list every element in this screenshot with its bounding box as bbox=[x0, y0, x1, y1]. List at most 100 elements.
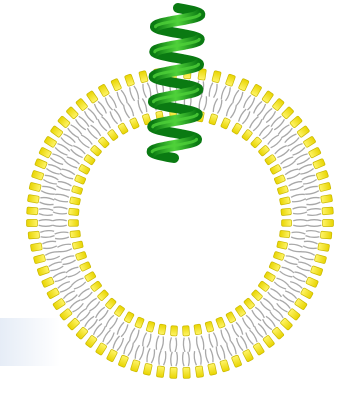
lipid-tail bbox=[194, 351, 196, 365]
lipid-tail bbox=[57, 244, 70, 247]
lipid-tail bbox=[305, 191, 319, 194]
lipid-tail bbox=[68, 271, 81, 277]
lipid-headgroup bbox=[321, 195, 333, 204]
lipid-headgroup bbox=[264, 271, 276, 282]
lipid-headgroup bbox=[70, 230, 81, 238]
lipid-tail bbox=[279, 300, 290, 309]
lipid-headgroup bbox=[272, 98, 284, 111]
lipid-tail bbox=[39, 214, 53, 216]
lipid-tail bbox=[151, 349, 154, 363]
lipid-tail bbox=[124, 105, 130, 118]
lipid-headgroup bbox=[35, 158, 48, 169]
lipid-headgroup bbox=[98, 137, 110, 149]
lipid-tail bbox=[295, 154, 308, 161]
lipid-headgroup bbox=[66, 106, 79, 119]
lipid-tail bbox=[128, 343, 133, 356]
lipid-tail bbox=[43, 246, 57, 249]
lipid-tail bbox=[225, 87, 230, 101]
lipid-tail bbox=[93, 324, 101, 335]
lipid-headgroup bbox=[146, 321, 155, 332]
lipid-headgroup bbox=[50, 126, 63, 138]
lipid-tail bbox=[66, 295, 77, 303]
lipid-tail bbox=[246, 315, 254, 327]
lipid-headgroup bbox=[226, 311, 236, 323]
lipid-headgroup bbox=[75, 251, 87, 260]
lipid-tail bbox=[226, 103, 232, 116]
lipid-tail bbox=[189, 337, 191, 351]
lipid-tail bbox=[250, 330, 257, 342]
lipid-tail bbox=[66, 267, 79, 273]
lipid-headgroup bbox=[97, 290, 109, 302]
lipid-tail bbox=[74, 282, 86, 289]
lipid-headgroup bbox=[244, 298, 255, 310]
lipid-tail bbox=[213, 98, 217, 112]
lipid-tail bbox=[293, 225, 307, 226]
lipid-tail bbox=[237, 92, 243, 105]
lipid-headgroup bbox=[90, 281, 102, 292]
lipid-tail bbox=[60, 285, 72, 292]
lipid-tail bbox=[283, 295, 294, 303]
lipid-tail bbox=[214, 84, 218, 98]
lipid-tail bbox=[297, 158, 310, 165]
lipid-headgroup bbox=[71, 185, 83, 194]
lipid-headgroup bbox=[297, 126, 310, 138]
lipid-headgroup bbox=[323, 220, 334, 227]
lipid-tail bbox=[54, 199, 68, 202]
lipid-tail bbox=[282, 267, 295, 273]
lipid-headgroup bbox=[114, 305, 125, 317]
lipid-tail bbox=[52, 154, 65, 161]
lipid-headgroup bbox=[124, 311, 134, 323]
lipid-headgroup bbox=[105, 298, 116, 310]
lipid-headgroup bbox=[303, 136, 316, 148]
lipid-tail bbox=[117, 338, 123, 351]
lipid-headgroup bbox=[216, 317, 226, 329]
lipid-headgroup bbox=[209, 114, 218, 126]
lipid-tail bbox=[42, 241, 56, 244]
lipid-tail bbox=[103, 330, 110, 342]
lipid-headgroup bbox=[238, 78, 249, 91]
lipid-tail bbox=[274, 282, 286, 289]
lipid-headgroup bbox=[156, 366, 164, 378]
lipid-headgroup bbox=[78, 164, 90, 175]
lipid-headgroup bbox=[85, 335, 97, 348]
lipid-tail bbox=[97, 326, 105, 337]
lipid-tail bbox=[139, 346, 143, 360]
lipid-headgroup bbox=[208, 363, 217, 375]
lipid-headgroup bbox=[242, 349, 253, 362]
lipid-tail bbox=[293, 276, 306, 282]
lipid-headgroup bbox=[221, 117, 231, 129]
lipid-tail bbox=[300, 168, 313, 174]
lipid-headgroup bbox=[79, 261, 91, 271]
lipid-tail bbox=[55, 147, 67, 155]
lipid-tail bbox=[291, 194, 305, 197]
lipid-headgroup bbox=[170, 367, 177, 378]
lipid-headgroup bbox=[74, 175, 86, 185]
lipid-tail bbox=[221, 86, 226, 100]
lipid-headgroup bbox=[320, 231, 332, 239]
lipid-tail bbox=[53, 272, 66, 278]
lipid-tail bbox=[45, 175, 59, 180]
lipid-tail bbox=[105, 97, 112, 110]
lipid-headgroup bbox=[27, 207, 39, 215]
lipid-tail bbox=[232, 324, 239, 336]
lipid-headgroup bbox=[135, 317, 145, 329]
lipid-tail bbox=[239, 109, 247, 121]
lipid-headgroup bbox=[273, 251, 285, 260]
lipid-tail bbox=[293, 147, 305, 155]
lipid-tail bbox=[40, 231, 54, 233]
lipid-headgroup bbox=[262, 91, 274, 104]
lipid-headgroup bbox=[30, 243, 42, 252]
lipid-tail bbox=[201, 336, 204, 350]
lipid-tail bbox=[292, 232, 306, 234]
lipid-tail bbox=[292, 199, 306, 202]
lipid-headgroup bbox=[41, 277, 54, 288]
lipid-tail bbox=[289, 182, 303, 186]
lipid-tail bbox=[293, 220, 307, 221]
lipid-headgroup bbox=[225, 74, 235, 87]
lipid-tail bbox=[298, 262, 311, 267]
lipid-tail bbox=[217, 100, 221, 114]
lipid-tail bbox=[55, 194, 69, 197]
lipid-tail bbox=[285, 291, 296, 299]
lipid-tail bbox=[114, 109, 122, 121]
lipid-tail bbox=[43, 179, 57, 184]
